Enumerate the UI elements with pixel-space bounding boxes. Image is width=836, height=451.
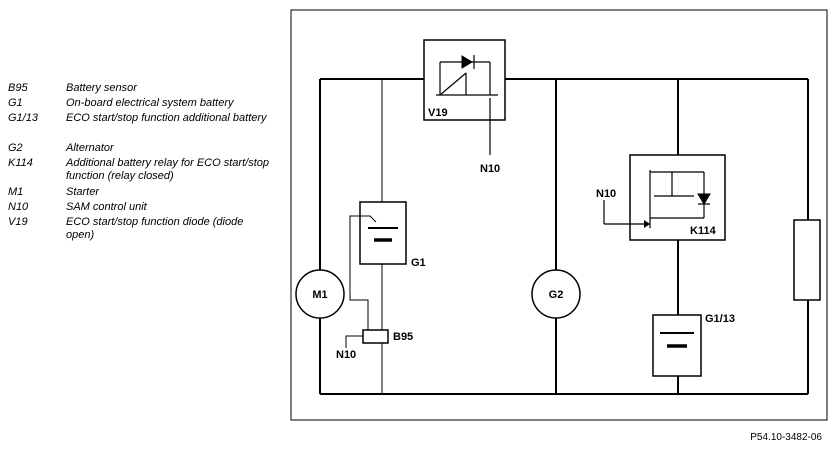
legend-code: B95 (8, 82, 28, 94)
legend-code: N10 (8, 201, 29, 213)
legend-desc: Starter (66, 186, 100, 198)
g2-alternator: G2 (531, 269, 581, 319)
v19-label: V19 (428, 107, 448, 119)
m1-label: M1 (312, 289, 327, 301)
circuit-wires (319, 78, 809, 395)
g1-label: G1 (411, 257, 426, 269)
legend-code: M1 (8, 186, 24, 198)
b95-label: B95 (393, 331, 413, 343)
legend-desc: Alternator (66, 142, 114, 154)
legend-code: G1/13 (8, 112, 38, 124)
n10-bottom-label: N10 (336, 349, 356, 361)
load-resistor (793, 219, 821, 301)
legend-desc: SAM control unit (66, 201, 147, 213)
k114-label: K114 (690, 225, 717, 237)
legend-desc: Additional battery relay for ECO start/s… (66, 157, 269, 182)
legend-code: V19 (8, 216, 28, 228)
g1-battery: G1 (349, 201, 426, 330)
legend-code: K114 (8, 157, 33, 169)
g1-13-battery: G1/13 (652, 313, 735, 377)
b95-sensor: B95 (345, 329, 413, 348)
legend-code: G2 (8, 142, 23, 154)
figure-reference: P54.10-3482-06 (750, 432, 822, 443)
m1-starter: M1 (295, 269, 345, 319)
diagram-frame (290, 9, 828, 421)
legend-code: G1 (8, 97, 23, 109)
g2-label: G2 (549, 289, 564, 301)
legend-desc: ECO start/stop function diode (diode ope… (66, 216, 244, 241)
n10-mid-label: N10 (596, 188, 616, 200)
k114-relay: K114 (603, 154, 726, 241)
legend-desc: ECO start/stop function additional batte… (66, 112, 267, 124)
legend-desc: On-board electrical system battery (66, 97, 234, 109)
legend-desc: Battery sensor (66, 82, 137, 94)
g1-13-label: G1/13 (705, 313, 735, 325)
n10-top-label: N10 (480, 163, 500, 175)
v19-diode-module: V19 (423, 39, 506, 155)
